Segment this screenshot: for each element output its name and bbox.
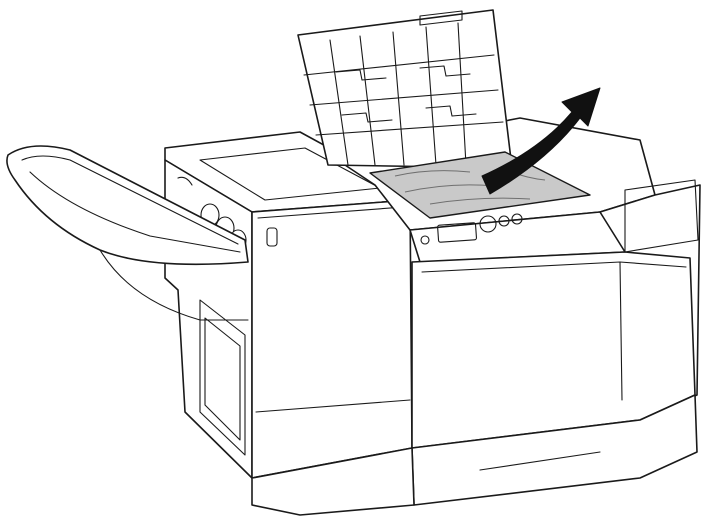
output-tray: [6, 145, 249, 321]
open-top-cover: [297, 9, 513, 169]
panel-button: [511, 213, 523, 225]
panel-button: [479, 215, 497, 233]
panel-button: [420, 235, 430, 245]
jammed-paper: [369, 151, 591, 219]
display-screen: [437, 222, 477, 243]
panel-button: [498, 215, 510, 227]
control-panel: [420, 213, 523, 245]
curved-arrow-up-right-icon: [481, 87, 601, 195]
